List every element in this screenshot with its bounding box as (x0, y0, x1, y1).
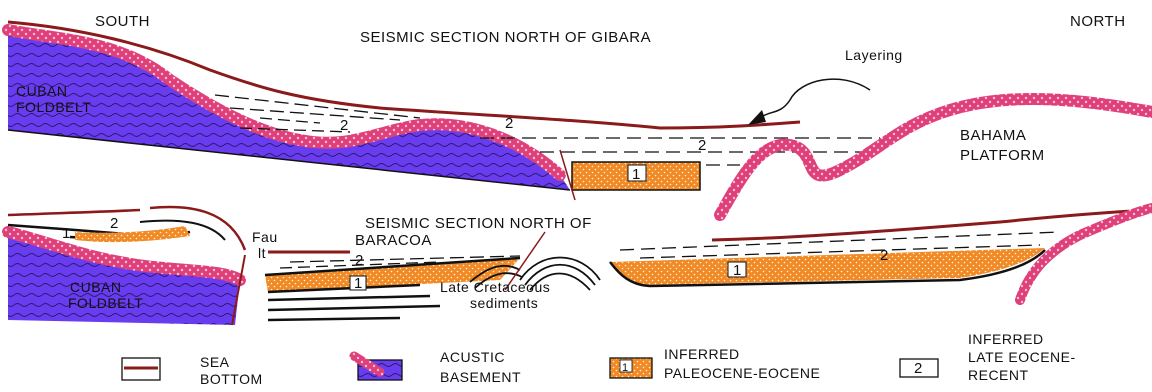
top-cuban-label-1: CUBAN (16, 83, 68, 99)
bottom-thrust-orange (75, 226, 190, 242)
bottom-unit-2-number-b: 2 (355, 252, 363, 269)
top-unit-1-number: 1 (632, 166, 640, 183)
legend-late-eocene-line2: LATE EOCENE- (968, 349, 1076, 365)
bottom-unit-2-number-c: 2 (880, 247, 888, 264)
legend-item-basement: ACUSTIC BASEMENT (354, 349, 521, 385)
bottom-section-title-2: BARACOA (355, 232, 432, 249)
south-label: SOUTH (95, 13, 150, 30)
legend-item-late-eocene: 2 INFERRED LATE EOCENE- RECENT (900, 331, 1076, 383)
north-label: NORTH (1070, 13, 1126, 30)
legend-paleocene-number: 1 (622, 362, 628, 374)
top-unit-2-number-a: 2 (340, 117, 348, 134)
layering-arrowhead (748, 110, 766, 125)
legend-sea-bottom-line1: SEA (200, 354, 230, 370)
legend-late-eocene-line1: INFERRED (968, 331, 1044, 347)
top-cuban-label-2: FOLDBELT (16, 99, 91, 115)
bottom-unit-2-number-a: 2 (110, 215, 118, 232)
legend-late-eocene-line3: RECENT (968, 367, 1029, 383)
late-cretaceous-label-2: sediments (470, 295, 538, 311)
layering-label: Layering (845, 47, 903, 63)
top-section-title: SEISMIC SECTION NORTH OF GIBARA (360, 29, 651, 46)
bottom-unit-1-number-c: 1 (733, 262, 741, 279)
legend-paleocene-line2: PALEOCENE-EOCENE (664, 365, 820, 381)
fault-label-1: Fau (252, 229, 278, 245)
bottom-cuban-label-1: CUBAN (70, 279, 122, 295)
top-unit-2-number-b: 2 (505, 115, 513, 132)
bottom-right-orange (610, 248, 1045, 285)
top-basement-body (8, 30, 570, 190)
bottom-cuban-label-2: FOLDBELT (68, 295, 143, 311)
bottom-unit-1-number-a: 1 (62, 225, 70, 242)
bottom-section-title-1: SEISMIC SECTION NORTH OF (365, 215, 592, 232)
top-section: 1 2 2 2 (8, 22, 1152, 215)
legend-sea-bottom-line2: BOTTOM (200, 371, 263, 387)
top-unit-2-number-c: 2 (698, 137, 706, 154)
legend-item-paleocene: 1 INFERRED PALEOCENE-EOCENE (610, 346, 820, 381)
legend-late-eocene-number: 2 (914, 360, 922, 377)
late-cretaceous-label-1: Late Cretaceous (440, 279, 550, 295)
bahama-label-2: PLATFORM (960, 147, 1045, 164)
legend-item-sea-bottom: SEA BOTTOM (122, 354, 263, 387)
legend: SEA BOTTOM ACUSTIC BASEMENT 1 INFERRED P… (122, 331, 1076, 387)
fault-label-2: lt (258, 245, 266, 261)
legend-basement-line1: ACUSTIC (440, 349, 505, 365)
bottom-unit-1-number-b: 1 (354, 275, 362, 292)
top-bahama-basement (720, 99, 1152, 215)
legend-basement-line2: BASEMENT (440, 369, 521, 385)
layering-arrow (760, 79, 870, 118)
bahama-label-1: BAHAMA (960, 127, 1026, 144)
legend-paleocene-line1: INFERRED (664, 346, 740, 362)
